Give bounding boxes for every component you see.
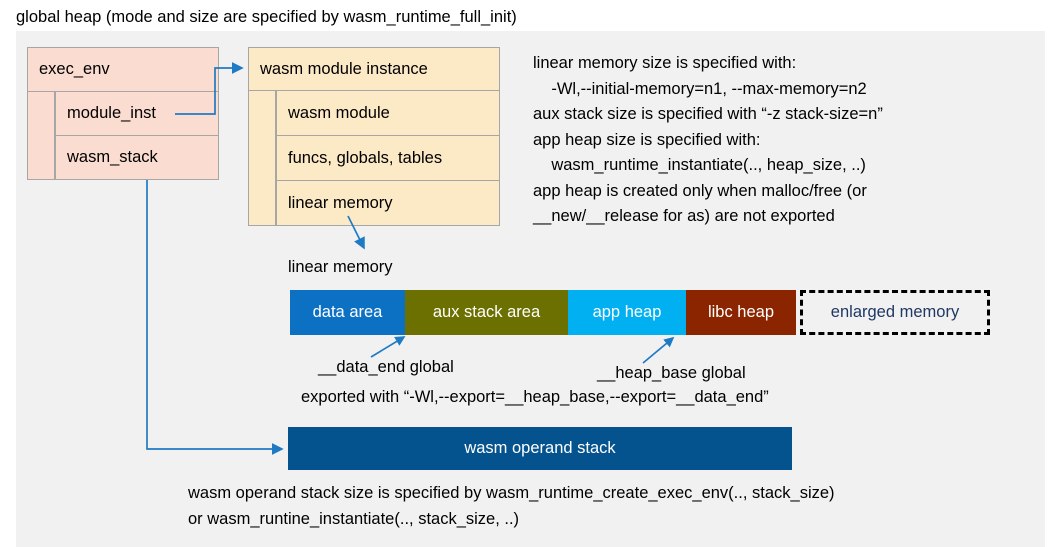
memory-segment-enlarged-memory: enlarged memory	[800, 290, 990, 335]
exec-env-field-wasm-stack: wasm_stack	[55, 136, 219, 180]
linear-memory-bar: data area aux stack area app heap libc heap…	[290, 290, 990, 335]
linear-memory-caption: linear memory	[288, 258, 393, 276]
module-instance-field-funcs-globals-tables: funcs, globals, tables	[276, 136, 500, 181]
wasm-stack-label: wasm_stack	[67, 148, 158, 166]
wasm-operand-stack-label: wasm operand stack	[464, 439, 616, 457]
module-instance-field-wasm-module: wasm module	[276, 91, 500, 136]
module-instance-field-linear-memory: linear memory	[276, 181, 500, 226]
configuration-notes: linear memory size is specified with: -W…	[533, 54, 883, 225]
page-title: global heap (mode and size are specified…	[16, 8, 517, 26]
memory-segment-label: aux stack area	[432, 303, 541, 321]
memory-segment-label: enlarged memory	[830, 303, 960, 321]
wasm-module-instance-header-label: wasm module instance	[260, 59, 428, 78]
wasm-module-instance-indent-column	[248, 91, 276, 226]
memory-segment-libc-heap: libc heap	[686, 290, 796, 335]
linear-memory-field-label: linear memory	[288, 193, 393, 212]
funcs-globals-tables-label: funcs, globals, tables	[288, 148, 443, 167]
memory-segment-label: libc heap	[707, 303, 775, 321]
memory-segment-aux-stack-area: aux stack area	[405, 290, 568, 335]
exec-env-field-module-inst: module_inst	[55, 92, 219, 136]
exec-env-header-label: exec_env	[39, 60, 110, 78]
operand-stack-note: wasm operand stack size is specified by …	[188, 484, 835, 528]
wasm-module-instance-box: wasm module instance	[248, 47, 500, 91]
exec-env-indent-column	[27, 92, 55, 180]
annotation-data-end: __data_end global	[318, 358, 454, 376]
wasm-operand-stack-bar: wasm operand stack	[288, 427, 792, 470]
memory-segment-app-heap: app heap	[568, 290, 686, 335]
wasm-module-label: wasm module	[288, 103, 390, 122]
module-inst-label: module_inst	[67, 104, 156, 122]
memory-segment-label: app heap	[592, 303, 662, 321]
memory-segment-label: data area	[312, 303, 383, 321]
memory-segment-data-area: data area	[290, 290, 405, 335]
annotation-exported-with: exported with “-Wl,--export=__heap_base,…	[301, 388, 769, 406]
annotation-heap-base: __heap_base global	[597, 364, 746, 382]
exec-env-box: exec_env	[27, 47, 219, 92]
